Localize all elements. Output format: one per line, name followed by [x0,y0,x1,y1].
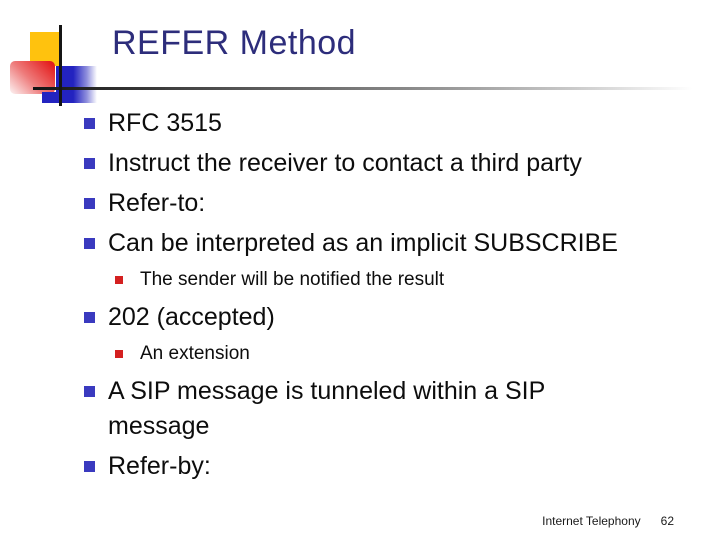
list-item-text: Can be interpreted as an implicit SUBSCR… [108,229,618,257]
list-item-text: Refer-to: [108,189,206,217]
list-item: Refer-by: [84,449,664,484]
list-item-text: An extension [140,343,250,364]
ornament-blue-small-square [42,92,62,103]
ornament-yellow-square [30,32,61,66]
blue-square-bullet-icon [84,118,95,129]
title-underline-rule [33,87,720,90]
list-item-text: Refer-by: [108,452,211,480]
blue-square-bullet-icon [84,386,95,397]
list-item: Refer-to: [84,186,664,221]
red-square-bullet-icon [115,276,123,284]
list-item-text: Instruct the receiver to contact a third… [108,149,582,177]
ornament-vertical-rule [59,25,62,106]
ornament-blue-gradient-square [56,66,97,103]
list-item-text: 202 (accepted) [108,303,275,331]
list-item-text: RFC 3515 [108,109,222,137]
sub-list-item: The sender will be notified the result [115,266,664,294]
blue-square-bullet-icon [84,238,95,249]
blue-square-bullet-icon [84,198,95,209]
list-item: RFC 3515 [84,106,664,141]
bullet-list: RFC 3515 Instruct the receiver to contac… [84,106,664,489]
page-number: 62 [660,514,674,528]
blue-square-bullet-icon [84,312,95,323]
blue-square-bullet-icon [84,158,95,169]
list-item-text: A SIP message is tunneled within a SIP m… [108,377,545,440]
list-item: Can be interpreted as an implicit SUBSCR… [84,226,664,261]
list-item: 202 (accepted) [84,300,664,335]
list-item: A SIP message is tunneled within a SIP m… [84,374,609,444]
red-square-bullet-icon [115,350,123,358]
list-item: Instruct the receiver to contact a third… [84,146,664,181]
footer-label: Internet Telephony [542,514,641,528]
sub-list-item: An extension [115,340,664,368]
blue-square-bullet-icon [84,461,95,472]
slide-footer: Internet Telephony 62 [542,514,674,528]
slide-title: REFER Method [112,24,357,62]
list-item-text: The sender will be notified the result [140,269,445,290]
